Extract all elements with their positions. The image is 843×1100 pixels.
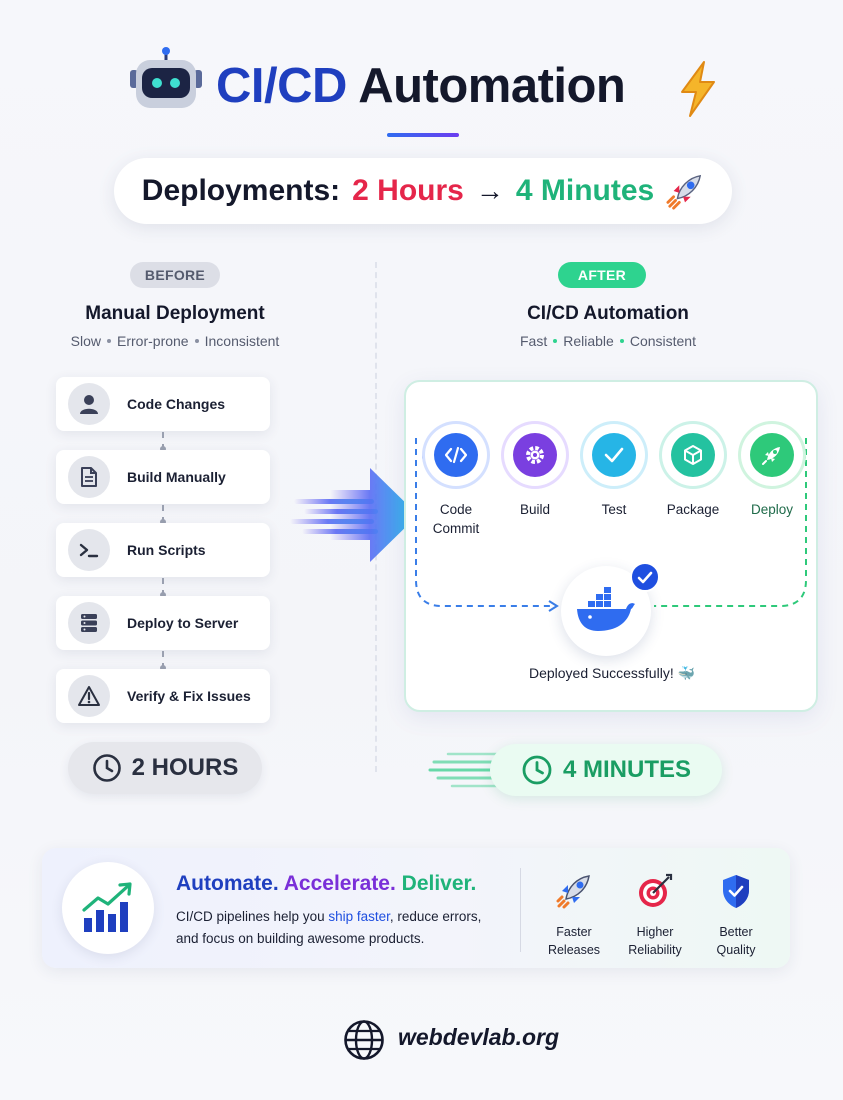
robot-icon bbox=[130, 47, 202, 108]
before-time-value: 2 HOURS bbox=[131, 754, 239, 781]
speed-lines-icon bbox=[428, 752, 498, 788]
step-connector bbox=[160, 651, 166, 671]
banner-text-part: CI/CD pipelines help you bbox=[176, 909, 329, 924]
before-step-deploy-to-server: Deploy to Server bbox=[56, 596, 270, 650]
before-badge: BEFORE bbox=[130, 262, 220, 288]
step-label: Run Scripts bbox=[127, 542, 206, 558]
after-subtitle: Fast Reliable Consistent bbox=[468, 333, 748, 349]
gear-icon bbox=[513, 433, 557, 477]
server-icon bbox=[68, 602, 110, 644]
before-step-code-changes: Code Changes bbox=[56, 377, 270, 431]
globe-icon bbox=[344, 1020, 384, 1060]
footer-site[interactable]: webdevlab.org bbox=[398, 1024, 560, 1050]
step-connector bbox=[160, 505, 166, 525]
check-icon bbox=[592, 433, 636, 477]
package-icon bbox=[671, 433, 715, 477]
banner-headline: Automate. Accelerate. Deliver. bbox=[176, 872, 476, 896]
pipeline-node-build bbox=[504, 424, 566, 486]
headline-before-value: 2 Hours bbox=[352, 174, 464, 207]
after-time-pill: 4 MINUTES bbox=[490, 744, 722, 796]
page-title: CI/CD Automation bbox=[216, 58, 626, 128]
pipeline-label-code-commit: Code Commit bbox=[416, 500, 496, 538]
document-icon bbox=[68, 456, 110, 498]
step-label: Build Manually bbox=[127, 469, 226, 485]
pipeline-label-package: Package bbox=[666, 502, 720, 517]
pipeline-node-deploy bbox=[741, 424, 803, 486]
feature-better-quality: Better Quality bbox=[696, 872, 776, 959]
pipeline-node-package bbox=[662, 424, 724, 486]
feature-label: Faster Releases bbox=[534, 923, 614, 959]
deployed-message: Deployed Successfully! 🐳 bbox=[528, 665, 696, 681]
lightning-bolt-icon bbox=[681, 61, 715, 117]
headline-after-value: 4 Minutes bbox=[515, 174, 655, 207]
feature-label: Higher Reliability bbox=[615, 923, 695, 959]
before-time-pill: 2 HOURS bbox=[68, 742, 262, 794]
after-subtitle-item: Consistent bbox=[629, 333, 696, 349]
clock-icon bbox=[522, 755, 552, 785]
docker-whale-icon bbox=[561, 566, 651, 656]
feature-label-line: Faster bbox=[556, 925, 592, 939]
pipeline-label-line: Commit bbox=[432, 521, 480, 536]
after-subtitle-item: Fast bbox=[520, 333, 548, 349]
rocket-icon bbox=[666, 174, 702, 210]
pipeline-label-line: Code bbox=[439, 502, 473, 517]
pipeline-label-test: Test bbox=[601, 502, 627, 517]
before-subtitle-item: Error-prone bbox=[117, 333, 189, 349]
step-label: Code Changes bbox=[127, 396, 226, 412]
user-icon bbox=[68, 383, 110, 425]
rocket-icon bbox=[750, 433, 794, 477]
shield-icon bbox=[723, 875, 749, 908]
feature-faster-releases: Faster Releases bbox=[534, 872, 614, 959]
after-badge: AFTER bbox=[558, 262, 646, 288]
clock-icon bbox=[92, 754, 121, 782]
headline-arrow: → bbox=[475, 175, 504, 206]
step-label: Deploy to Server bbox=[127, 615, 239, 631]
before-step-run-scripts: Run Scripts bbox=[56, 523, 270, 577]
terminal-icon bbox=[68, 529, 110, 571]
feature-label: Better Quality bbox=[696, 923, 776, 959]
before-step-verify-fix: Verify & Fix Issues bbox=[56, 669, 270, 723]
pipeline-label-build: Build bbox=[519, 502, 551, 517]
pipeline-label-deploy: Deploy bbox=[750, 502, 794, 517]
banner-head-automate: Automate. bbox=[176, 872, 279, 895]
title-part-2: Automation bbox=[358, 59, 626, 113]
summary-banner bbox=[42, 848, 790, 968]
after-subtitle-item: Reliable bbox=[563, 333, 614, 349]
feature-label-line: Better bbox=[719, 925, 753, 939]
success-check-badge bbox=[630, 562, 660, 592]
after-title: CI/CD Automation bbox=[527, 303, 689, 324]
before-title: Manual Deployment bbox=[85, 303, 265, 324]
banner-divider bbox=[520, 868, 521, 952]
banner-head-deliver: Deliver. bbox=[401, 872, 477, 895]
before-subtitle-item: Inconsistent bbox=[204, 333, 280, 349]
transition-arrow-icon bbox=[290, 468, 418, 562]
title-part-1: CI/CD bbox=[216, 59, 347, 113]
banner-text-part: , reduce errors, and focus on building a… bbox=[176, 909, 482, 946]
code-icon bbox=[434, 433, 478, 477]
after-time-value: 4 MINUTES bbox=[562, 756, 691, 783]
step-connector bbox=[160, 578, 166, 598]
title-underline bbox=[387, 133, 459, 137]
rocket-icon bbox=[556, 875, 590, 909]
feature-higher-reliability: Higher Reliability bbox=[615, 872, 695, 959]
banner-head-accelerate: Accelerate. bbox=[283, 872, 396, 895]
before-step-build-manually: Build Manually bbox=[56, 450, 270, 504]
pipeline-node-test bbox=[583, 424, 645, 486]
feature-label-line: Quality bbox=[716, 943, 756, 957]
before-subtitle-item: Slow bbox=[70, 333, 102, 349]
feature-label-line: Releases bbox=[547, 943, 601, 957]
banner-description: CI/CD pipelines help you ship faster, re… bbox=[176, 906, 506, 950]
warning-icon bbox=[68, 675, 110, 717]
headline-label: Deployments: bbox=[141, 174, 341, 207]
step-label: Verify & Fix Issues bbox=[127, 688, 251, 704]
feature-label-line: Reliability bbox=[628, 943, 682, 957]
before-subtitle: Slow Error-prone Inconsistent bbox=[40, 333, 310, 349]
growth-chart-icon bbox=[62, 862, 154, 954]
target-icon bbox=[639, 873, 673, 907]
headline-pill: Deployments: 2 Hours → 4 Minutes bbox=[114, 158, 732, 224]
pipeline-node-code-commit bbox=[425, 424, 487, 486]
feature-label-line: Higher bbox=[636, 925, 674, 939]
step-connector bbox=[160, 432, 166, 452]
banner-text-highlight: ship faster bbox=[328, 909, 390, 924]
